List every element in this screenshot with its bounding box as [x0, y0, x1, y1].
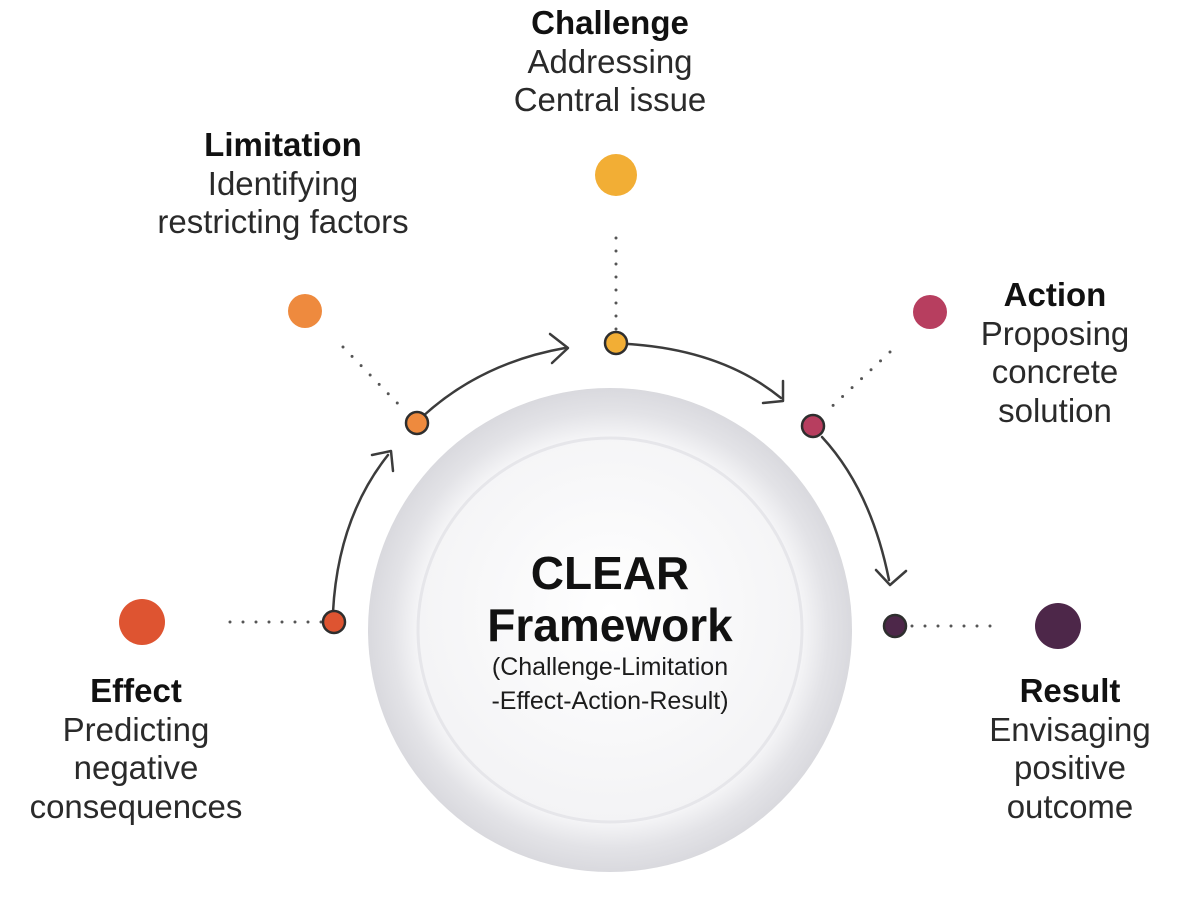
- center-title-line-2: Framework: [487, 598, 733, 651]
- label-action: Action Proposing concrete solution: [940, 276, 1170, 430]
- arrowhead-result: [874, 568, 908, 587]
- center-title-block: CLEAR Framework (Challenge-Limitation -E…: [430, 547, 790, 718]
- effect-line-2: negative: [73, 749, 199, 787]
- limitation-line-1: Identifying: [207, 164, 359, 202]
- label-challenge: Challenge Addressing Central issue: [470, 4, 750, 120]
- arrowhead-limitation: [370, 449, 395, 473]
- arrowhead-action: [761, 379, 785, 405]
- challenge-title: Challenge: [531, 4, 689, 41]
- limitation-line-2: restricting factors: [157, 203, 409, 241]
- arc-challenge-to-action: [626, 342, 783, 400]
- arc-action-to-result: [820, 435, 891, 582]
- result-title: Result: [1019, 672, 1121, 709]
- arrowhead-challenge: [548, 332, 570, 365]
- center-title-line-1: CLEAR: [530, 547, 690, 599]
- node-limitation: [404, 410, 430, 436]
- result-line-3: outcome: [1006, 787, 1134, 825]
- arc-limitation-to-challenge: [419, 346, 567, 420]
- action-line-1: Proposing: [980, 314, 1130, 352]
- label-limitation: Limitation Identifying restricting facto…: [113, 126, 453, 242]
- result-line-1: Envisaging: [989, 710, 1151, 748]
- node-result: [882, 613, 908, 639]
- limitation-title: Limitation: [204, 126, 362, 163]
- connector-action: [824, 350, 892, 414]
- action-line-2: concrete: [991, 353, 1119, 391]
- effect-line-1: Predicting: [62, 710, 210, 748]
- label-result: Result Envisaging positive outcome: [955, 672, 1185, 826]
- node-challenge: [603, 330, 629, 356]
- label-effect: Effect Predicting negative consequences: [0, 672, 272, 826]
- action-line-3: solution: [998, 391, 1112, 429]
- dot-effect: [119, 599, 165, 645]
- result-line-2: positive: [1014, 749, 1126, 787]
- effect-title: Effect: [90, 672, 182, 709]
- dot-result: [1035, 603, 1081, 649]
- dot-challenge: [595, 154, 637, 196]
- arc-effect-to-limitation: [331, 453, 390, 614]
- dot-limitation: [288, 294, 322, 328]
- node-action: [800, 413, 826, 439]
- action-title: Action: [1003, 276, 1107, 313]
- connector-limitation: [341, 345, 406, 412]
- challenge-line-1: Addressing: [527, 42, 693, 80]
- dot-action: [913, 295, 947, 329]
- node-effect: [321, 609, 347, 635]
- center-subtitle-line-1: (Challenge-Limitation: [491, 653, 729, 682]
- challenge-line-2: Central issue: [513, 81, 707, 119]
- inner-disc: [416, 436, 804, 824]
- effect-line-3: consequences: [29, 787, 243, 825]
- center-subtitle-line-2: -Effect-Action-Result): [491, 686, 729, 715]
